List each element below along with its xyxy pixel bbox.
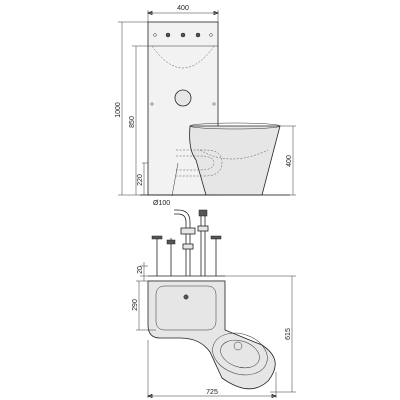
control-knob xyxy=(195,32,201,38)
flush-valve xyxy=(180,227,196,235)
plan-view: 20 290 615 725 xyxy=(132,209,296,399)
control-knob xyxy=(180,32,186,38)
overall-width-label: 725 xyxy=(206,389,218,396)
toilet-drain xyxy=(233,341,243,351)
width-dimension-label: 400 xyxy=(177,5,189,12)
pipe-offset-label: 20 xyxy=(137,266,144,274)
bowl-height-label: 400 xyxy=(286,155,293,167)
toilet-seat xyxy=(212,332,268,376)
control-knob xyxy=(165,32,171,38)
flush-button xyxy=(174,89,192,107)
panel-height-label: 850 xyxy=(129,116,136,128)
elevation-view: 400 1000 850 220 xyxy=(115,5,296,207)
washbasin xyxy=(155,285,217,331)
basin-depth-label: 290 xyxy=(132,299,139,311)
valve-top xyxy=(198,209,208,217)
basin-drain xyxy=(183,294,189,300)
outlet-diameter-label: Ø100 xyxy=(153,200,170,207)
outlet-pointer xyxy=(171,162,179,197)
depth-label: 615 xyxy=(285,328,292,340)
basin-bowl-outline xyxy=(147,280,276,390)
toilet-bowl xyxy=(189,125,281,196)
overall-height-label: 1000 xyxy=(115,102,122,118)
outlet-height-label: 220 xyxy=(137,174,144,186)
